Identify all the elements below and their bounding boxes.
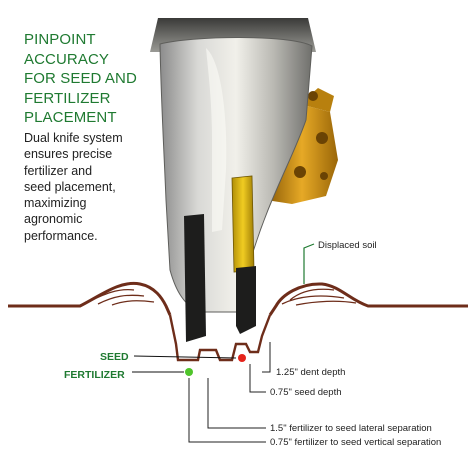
seed-label: SEED xyxy=(100,351,129,363)
headline-line: ACCURACY xyxy=(24,50,109,68)
seed-point xyxy=(238,354,246,362)
headline-line: PLACEMENT xyxy=(24,109,117,126)
description-line: performance. xyxy=(24,228,98,243)
fertilizer-label: FERTILIZER xyxy=(64,369,125,381)
seed-depth-label: 0.75" seed depth xyxy=(270,387,342,398)
seed-leader-line xyxy=(133,355,237,359)
headline-line: PINPOINT xyxy=(24,31,96,48)
dent-depth-label: 1.25" dent depth xyxy=(276,367,345,378)
description-line: ensures precise xyxy=(24,147,113,162)
fertilizer-point xyxy=(185,368,193,376)
seed-knife xyxy=(236,266,256,334)
headline-line: FOR SEED AND xyxy=(24,70,137,87)
description-line: maximizing xyxy=(24,196,87,211)
dent-depth-leader xyxy=(262,342,271,373)
description-line: fertilizer and xyxy=(24,163,93,178)
lateral-sep-leader xyxy=(207,378,266,429)
description-line: agronomic xyxy=(24,212,83,227)
lateral-sep-label: 1.5" fertilizer to seed lateral separati… xyxy=(270,423,432,434)
seed-depth-leader xyxy=(249,364,266,393)
displaced-soil-label: Displaced soil xyxy=(318,240,377,251)
vertical-sep-leader xyxy=(188,378,266,443)
shank-highlight xyxy=(206,48,227,232)
dimension-leaders xyxy=(188,342,271,443)
headline: PINPOINT ACCURACY FOR SEED AND FERTILIZE… xyxy=(24,30,174,128)
fertilizer-knife xyxy=(184,214,206,342)
displaced-soil-callout: Displaced soil xyxy=(303,240,377,284)
description-line: Dual knife system xyxy=(24,131,123,145)
vertical-sep-label: 0.75" fertilizer to seed vertical separa… xyxy=(270,437,441,448)
headline-line: FERTILIZER xyxy=(24,89,111,107)
seed-tube xyxy=(231,175,255,273)
description-line: seed placement, xyxy=(24,179,116,194)
description: Dual knife system ensures precise fertil… xyxy=(24,130,164,244)
soil-profile xyxy=(8,281,468,362)
